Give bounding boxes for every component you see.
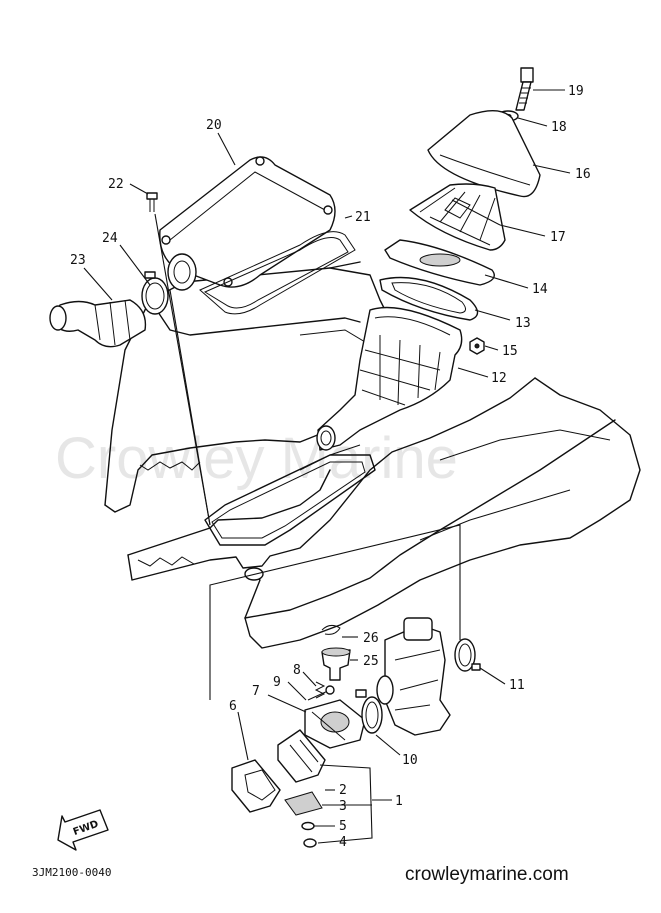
group-outline [209, 524, 461, 700]
cover-16 [427, 110, 541, 198]
callout-22: 22 [108, 177, 124, 192]
callout-17: 17 [550, 230, 566, 245]
callout-5: 5 [339, 819, 347, 834]
intake-duct-12 [316, 306, 463, 451]
nut-15 [469, 337, 485, 355]
plate-3 [284, 791, 323, 816]
watermark: Crowley Marine [55, 426, 458, 491]
callout-19: 19 [568, 84, 584, 99]
clamp-24 [141, 271, 169, 315]
gasket-21 [199, 231, 356, 315]
callout-15: 15 [502, 344, 518, 359]
callout-2: 2 [339, 783, 347, 798]
callout-4: 4 [339, 835, 347, 850]
callout-25: 25 [363, 654, 379, 669]
callout-24: 24 [102, 231, 118, 246]
screw-22 [146, 192, 158, 212]
hose-23 [49, 299, 147, 348]
airbox-20 [159, 156, 336, 291]
screw-4 [303, 838, 317, 848]
callout-10: 10 [402, 753, 418, 768]
fwd-arrow: FWD [57, 809, 109, 851]
callout-20: 20 [206, 118, 222, 133]
leader-lines [83, 89, 571, 844]
clip-26 [321, 624, 341, 635]
callout-21: 21 [355, 210, 371, 225]
callout-9: 9 [273, 675, 281, 690]
manifold-7 [304, 699, 366, 749]
spring-8 [314, 681, 326, 699]
website-label: crowleymarine.com [405, 864, 569, 885]
callout-13: 13 [515, 316, 531, 331]
callout-16: 16 [575, 167, 591, 182]
gasket-6 [231, 759, 281, 813]
screw-9 [307, 685, 335, 701]
callout-labels: 19 18 16 17 14 13 15 12 20 21 22 24 23 2… [70, 84, 591, 850]
callout-14: 14 [532, 282, 548, 297]
bolt-19 [515, 67, 534, 111]
reed-valve-2 [277, 729, 326, 783]
callout-6: 6 [229, 699, 237, 714]
gasket-13 [379, 276, 479, 321]
boot-25 [321, 647, 351, 681]
callout-1: 1 [395, 794, 403, 809]
plate-14 [384, 239, 495, 286]
callout-11: 11 [509, 678, 525, 693]
callout-12: 12 [491, 371, 507, 386]
screen-17 [409, 183, 506, 251]
callout-3: 3 [339, 799, 347, 814]
washer-5 [301, 821, 315, 831]
clamp-11 [454, 638, 481, 672]
carburetor [376, 617, 451, 736]
clamp-10 [355, 689, 383, 734]
callout-23: 23 [70, 253, 86, 268]
callout-18: 18 [551, 120, 567, 135]
callout-26: 26 [363, 631, 379, 646]
callout-7: 7 [252, 684, 260, 699]
callout-8: 8 [293, 663, 301, 678]
diagram-code: 3JM2100-0040 [32, 866, 111, 879]
